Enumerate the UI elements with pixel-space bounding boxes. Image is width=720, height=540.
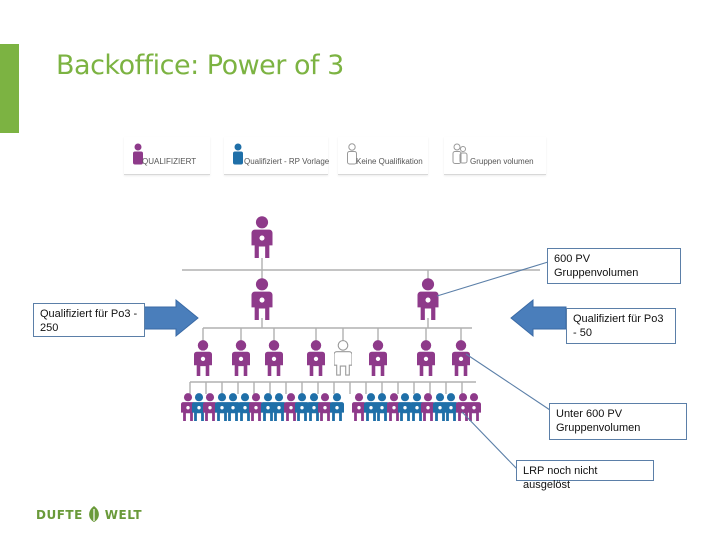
leaf-icon <box>88 506 99 522</box>
person-level2 <box>369 340 387 376</box>
legend-label: Gruppen volumen <box>470 157 534 166</box>
callout-qualifiziert-50: Qualifiziert für Po3 - 50 <box>566 308 676 344</box>
legend-item-keine-qualifikation: Keine Qualifikation <box>338 137 428 175</box>
accent-bar <box>0 44 19 133</box>
brand-logo: DUFTE WELT <box>36 505 142 523</box>
group-outline-icon <box>452 143 468 164</box>
person-root <box>251 216 273 258</box>
arrow-right-icon <box>143 298 199 338</box>
callout-pointers <box>436 261 554 471</box>
tree-connectors <box>182 258 540 394</box>
callout-lrp: LRP noch nicht ausgelöst <box>516 460 654 491</box>
person-row-level3 <box>181 393 481 421</box>
person-level2 <box>452 340 470 376</box>
legend-item-gruppen-volumen: Gruppen volumen <box>444 137 546 175</box>
person-level2 <box>307 340 325 376</box>
legend-label: Qualifiziert - RP Vorlage <box>244 157 330 166</box>
logo-text-left: DUFTE <box>36 508 83 522</box>
person-level2 <box>265 340 283 376</box>
person-level2 <box>417 340 435 376</box>
legend-item-rp-vorlage: Qualifiziert - RP Vorlage <box>224 137 330 175</box>
arrow-left-icon <box>510 298 567 338</box>
person-level2-unqualified <box>334 340 352 376</box>
legend-label: QUALIFIZIERT <box>142 157 197 166</box>
person-purple-icon <box>133 143 143 165</box>
person-blue-icon <box>233 143 243 165</box>
person-level1-right <box>417 278 439 320</box>
callout-qualifiziert-250: Qualifiziert für Po3 - 250 <box>33 303 145 337</box>
legend-item-qualifiziert: QUALIFIZIERT <box>124 137 210 175</box>
logo-text-right: WELT <box>104 508 143 522</box>
person-level2 <box>232 340 250 376</box>
page-title: Backoffice: Power of 3 <box>56 50 344 81</box>
person-level1-left <box>251 278 273 320</box>
callout-600-pv: 600 PV Gruppenvolumen <box>547 248 681 284</box>
person-level2 <box>194 340 212 376</box>
person-outline-icon <box>347 143 357 165</box>
legend-label: Keine Qualifikation <box>356 157 423 166</box>
callout-unter-600: Unter 600 PV Gruppenvolumen <box>549 403 687 440</box>
